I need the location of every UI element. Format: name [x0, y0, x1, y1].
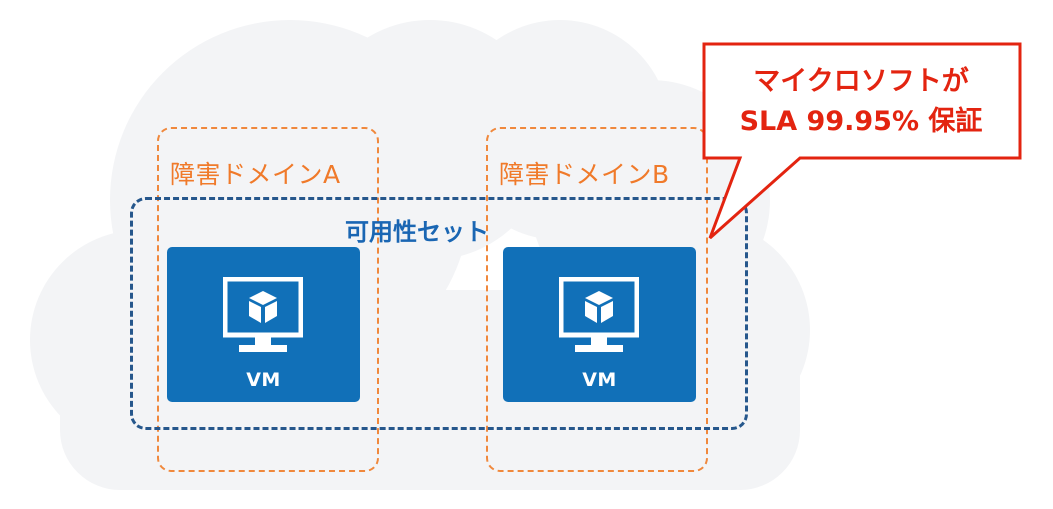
sla-callout-bubble [702, 42, 1022, 240]
fault-domain-a-box [157, 127, 379, 472]
vm-label: VM [246, 369, 281, 391]
fault-domain-b-box [486, 127, 708, 472]
vm-tile-b: VM [503, 247, 696, 402]
availability-set-label: 可用性セット [345, 218, 489, 246]
vm-monitor-cube-icon [223, 277, 303, 352]
callout-line-2: SLA 99.95% 保証 [739, 106, 983, 137]
callout-line-1: マイクロソフトが [753, 66, 969, 97]
sla-callout-text: マイクロソフトが SLA 99.95% 保証 [705, 62, 1017, 142]
fault-domain-a-label: 障害ドメインA [170, 160, 341, 189]
availability-set-box [130, 197, 748, 430]
vm-monitor-cube-icon [559, 277, 639, 352]
vm-tile-a: VM [167, 247, 360, 402]
fault-domain-b-label: 障害ドメインB [499, 160, 670, 189]
vm-label: VM [582, 369, 617, 391]
